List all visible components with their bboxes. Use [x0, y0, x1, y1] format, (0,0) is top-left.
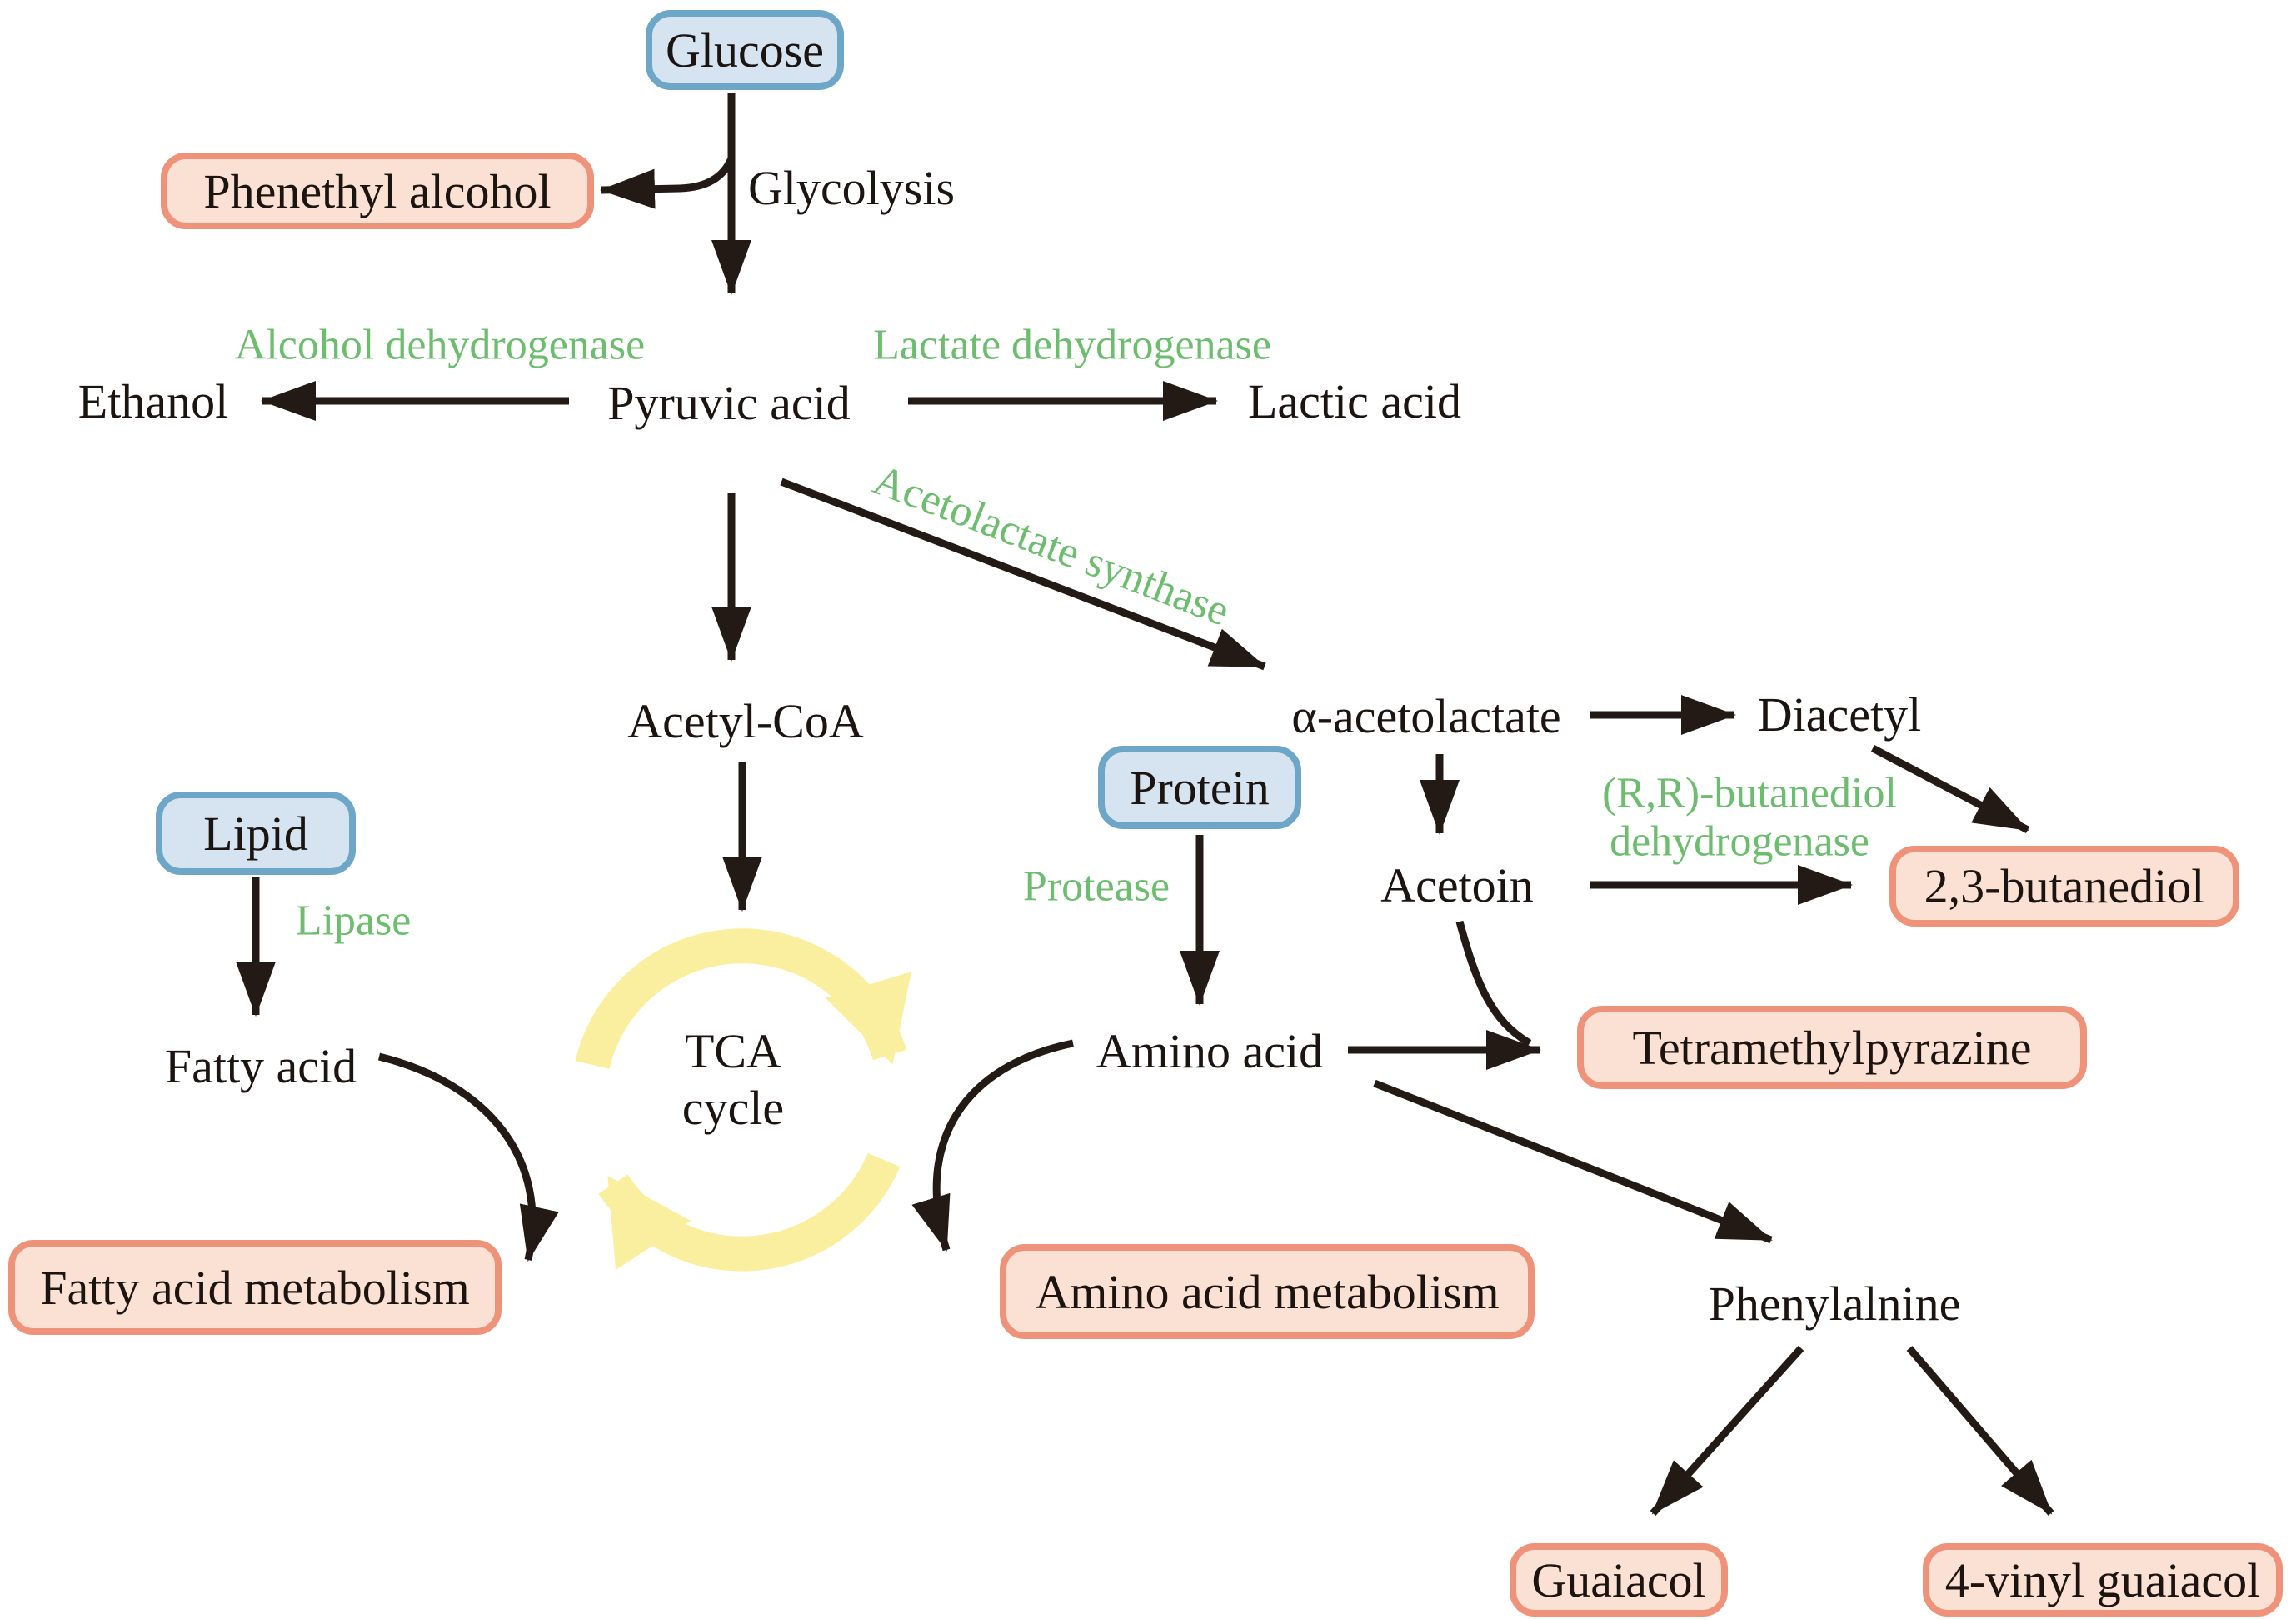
ethanol-label: Ethanol	[77, 374, 229, 429]
lactate-dehydrogenase-label: Lactate dehydrogenase	[873, 321, 1271, 369]
fatty-acid-label: Fatty acid	[164, 1039, 357, 1094]
node-butanediol-23: 2,3-butanediol	[1889, 846, 2239, 927]
protein-label: Protein	[1130, 760, 1270, 815]
amino-acid-metabolism-label: Amino acid metabolism	[1035, 1264, 1500, 1319]
diacetyl-label: Diacetyl	[1757, 688, 1922, 742]
alpha-acetolactate-label: α-acetolactate	[1291, 689, 1561, 744]
arrow-aminoacid-to-phenylalnine	[1373, 1079, 1773, 1244]
lipid-label: Lipid	[203, 806, 308, 861]
node-phenethyl-alcohol: Phenethyl alcohol	[161, 152, 594, 229]
arrow-phenylalnine-to-vinylguaiacol	[1906, 1346, 2054, 1516]
tca-label-line1: TCA	[685, 1024, 781, 1079]
node-tetramethylpyrazine: Tetramethylpyrazine	[1577, 1006, 2087, 1089]
glucose-label: Glucose	[665, 22, 825, 78]
arrow-fattyacid-to-metabolism	[377, 1052, 559, 1262]
node-fatty-acid-metabolism: Fatty acid metabolism	[8, 1240, 502, 1335]
arrow-phenylalnine-to-guaiacol	[1650, 1345, 1804, 1517]
arrow-diacetyl-to-butanediol	[1870, 745, 2030, 833]
arrow-aminoacid-to-metabolism	[911, 1039, 1074, 1252]
tca-cycle-arc-top	[575, 928, 911, 1069]
fatty-acid-metabolism-label: Fatty acid metabolism	[40, 1260, 470, 1315]
node-lipid: Lipid	[156, 792, 356, 875]
phenylalnine-label: Phenylalnine	[1708, 1277, 1961, 1332]
node-vinyl-guaiacol: 4-vinyl guaiacol	[1923, 1543, 2283, 1617]
node-guaiacol: Guaiacol	[1510, 1543, 1728, 1617]
acetoin-label: Acetoin	[1380, 858, 1534, 913]
acetyl-coa-label: Acetyl-CoA	[627, 694, 864, 749]
node-amino-acid-metabolism: Amino acid metabolism	[1000, 1244, 1535, 1339]
vinyl-guaiacol-label: 4-vinyl guaiacol	[1944, 1552, 2261, 1608]
phenethyl-alcohol-label: Phenethyl alcohol	[203, 163, 552, 218]
tca-label-line2: cycle	[681, 1081, 785, 1136]
guaiacol-label: Guaiacol	[1531, 1552, 1706, 1608]
arrow-pyruvic-to-acetolactate	[780, 478, 1266, 671]
node-glucose: Glucose	[646, 10, 844, 90]
tetramethylpyrazine-label: Tetramethylpyrazine	[1632, 1020, 2032, 1075]
node-protein: Protein	[1098, 746, 1301, 829]
arrow-branch-to-phenethyl-alcohol	[600, 157, 736, 209]
protease-label: Protease	[1022, 862, 1170, 911]
amino-acid-label: Amino acid	[1096, 1024, 1324, 1079]
rr-butanediol-dehydrogenase-line2: dehydrogenase	[1610, 818, 1869, 866]
rr-butanediol-dehydrogenase-line1: (R,R)-butanediol	[1602, 769, 1897, 818]
arrow-acetoin-merge-curve	[1455, 920, 1532, 1047]
lactic-acid-label: Lactic acid	[1248, 374, 1461, 429]
butanediol-23-label: 2,3-butanediol	[1924, 859, 2205, 913]
glycolysis-label: Glycolysis	[747, 161, 956, 216]
alcohol-dehydrogenase-label: Alcohol dehydrogenase	[234, 321, 646, 369]
lipase-label: Lipase	[295, 897, 412, 945]
pyruvic-acid-label: Pyruvic acid	[607, 376, 851, 431]
tca-cycle-arc-bottom	[598, 1152, 901, 1272]
